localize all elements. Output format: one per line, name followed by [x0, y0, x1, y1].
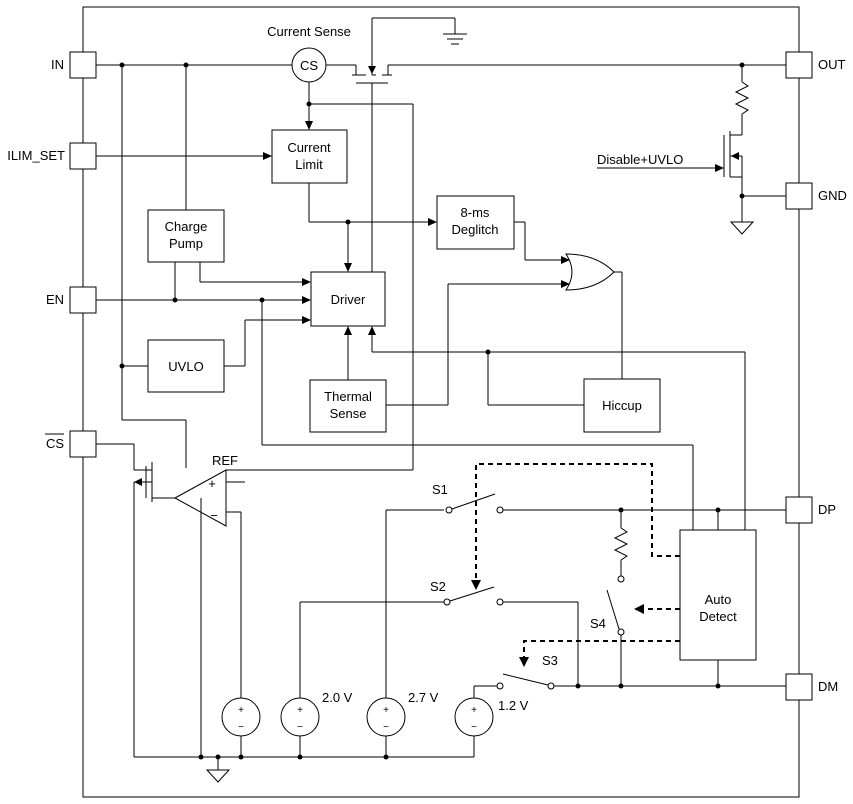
pin-dm: DM [785, 673, 838, 701]
pin-cs-bar-label: CS [46, 436, 64, 451]
src-1v2-minus: − [471, 722, 477, 733]
thermal-line1: Thermal [324, 389, 372, 404]
source-2v7: + − 2.7 V [366, 509, 444, 757]
ref-minus: − [210, 508, 218, 523]
pin-out-label: OUT [818, 57, 846, 72]
auto-detect-block: Auto Detect [679, 529, 757, 661]
current-limit-block: Current Limit [271, 129, 348, 184]
hiccup-label: Hiccup [602, 398, 642, 413]
pin-dm-label: DM [818, 679, 838, 694]
ref-label: REF [212, 453, 238, 468]
thermal-sense-block: Thermal Sense [309, 379, 387, 433]
src-1v2-plus: + [471, 705, 477, 716]
deglitch-line1: 8-ms [461, 205, 490, 220]
src-2v7-label: 2.7 V [408, 690, 439, 705]
current-sense-label: CS [300, 58, 318, 73]
switch-s4-label: S4 [590, 616, 606, 631]
src-ref-plus: + [238, 705, 244, 716]
source-1v2: + − 1.2 V [454, 685, 529, 757]
uvlo-label: UVLO [168, 359, 203, 374]
ref-comparator: REF + − [96, 443, 245, 757]
uvlo-block: UVLO [147, 339, 225, 393]
auto-detect-control-lines [471, 463, 680, 667]
thermal-line2: Sense [330, 406, 367, 421]
source-2v0: + − 2.0 V [280, 601, 444, 757]
switch-s3: S3 [496, 653, 786, 690]
driver-label: Driver [331, 292, 366, 307]
hiccup-block: Hiccup [583, 378, 661, 433]
current-limit-line1: Current [287, 140, 331, 155]
output-discharge-circuit: Disable+UVLO [597, 62, 786, 235]
pin-ilim-set-label: ILIM_SET [7, 148, 65, 163]
switch-s2-label: S2 [430, 579, 446, 594]
src-2v0-plus: + [297, 705, 303, 716]
current-sense-wires [226, 82, 414, 471]
charge-pump-line2: Pump [169, 236, 203, 251]
current-limit-line2: Limit [295, 157, 323, 172]
src-ref-minus: − [238, 722, 244, 733]
charge-pump-line1: Charge [165, 219, 208, 234]
pin-dp-label: DP [818, 502, 836, 517]
chip-outline [82, 6, 800, 798]
switch-s4: S4 [590, 510, 629, 686]
switch-s3-label: S3 [542, 653, 558, 668]
auto-detect-line2: Detect [699, 609, 737, 624]
pin-gnd-label: GND [818, 188, 847, 203]
pin-out: OUT [785, 51, 846, 79]
pin-en-label: EN [46, 292, 64, 307]
deglitch-line2: Deglitch [452, 222, 499, 237]
deglitch-block: 8-ms Deglitch [436, 195, 515, 250]
auto-detect-line1: Auto [705, 592, 732, 607]
src-2v0-minus: − [297, 722, 303, 733]
src-1v2-label: 1.2 V [498, 698, 529, 713]
ground-bus [134, 498, 474, 783]
ref-voltage-source: + − [221, 697, 261, 757]
pin-ilim-set: ILIM_SET [7, 142, 97, 170]
src-2v7-plus: + [383, 705, 389, 716]
switch-s2: S2 [430, 579, 579, 686]
pin-en: EN [46, 286, 97, 314]
current-sense-title: Current Sense [267, 24, 351, 39]
src-2v0-label: 2.0 V [322, 690, 353, 705]
charge-pump-block: Charge Pump [147, 209, 225, 263]
driver-block: Driver [310, 271, 386, 327]
pin-cs-bar: CS [45, 430, 97, 458]
pin-in: IN [51, 51, 97, 79]
pin-gnd: GND [785, 182, 847, 210]
ref-plus: + [208, 476, 216, 491]
control-wires [96, 62, 746, 530]
current-sense-element: Current Sense CS [267, 24, 351, 83]
pin-dp: DP [785, 496, 836, 524]
power-path-wires [96, 17, 786, 272]
switch-s1: S1 [432, 482, 786, 530]
or-gate [565, 253, 615, 291]
disable-uvlo-label: Disable+UVLO [597, 152, 683, 167]
pin-in-label: IN [51, 57, 64, 72]
switch-s1-label: S1 [432, 482, 448, 497]
src-2v7-minus: − [383, 722, 389, 733]
